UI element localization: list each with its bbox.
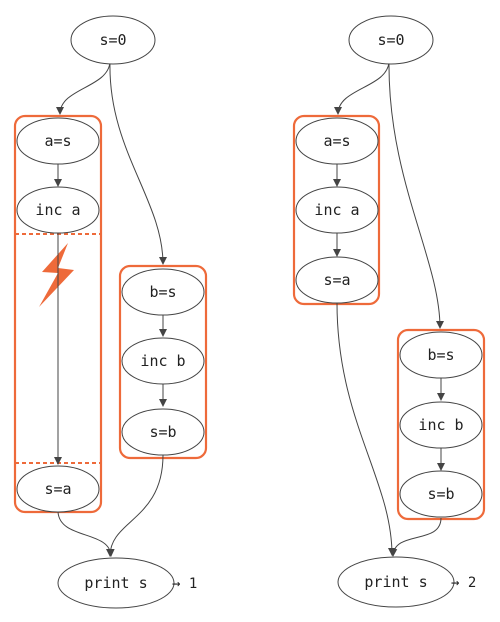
left-a-label-2: inc a [35,201,80,219]
left-start-node: s=0 [70,15,156,65]
left-b-node-3: s=b [121,408,205,456]
right-a-node-3: s=a [295,256,379,304]
left-a-node-2: inc a [16,186,100,234]
right-b-node-3: s=b [399,470,483,518]
left-end-node: print s [57,557,175,609]
right-end-label: print s [364,573,427,591]
left-start-label: s=0 [99,31,126,49]
right-edge-start-to-b1 [388,61,444,329]
right-edge-a3-end [336,302,396,556]
right-a-label-3: s=a [323,271,350,289]
left-a-label-3: s=a [44,480,71,498]
right-start-label: s=0 [377,31,404,49]
right-a-node-1: a=s [295,117,379,165]
right-edge-b3-end [389,517,442,557]
right-a-label-2: inc a [314,201,359,219]
right-b-node-2: inc b [399,401,483,449]
left-b-node-2: inc b [121,337,205,385]
left-b-label-1: b=s [149,283,176,301]
right-a-node-2: inc a [295,186,379,234]
right-start-node: s=0 [348,15,434,65]
left-a-node-3: s=a [16,465,100,513]
left-edge-a3-end [57,511,115,557]
right-edge-start-to-a1 [334,61,390,115]
right-end-node: print s [337,556,455,608]
left-a-node-1: a=s [16,117,100,165]
right-b-node-1: b=s [399,331,483,379]
right-b-label-3: s=b [427,485,454,503]
left-diagram: s=0 a=s inc a s=a b=s inc b s=b print s [13,15,208,609]
left-end-label: print s [84,574,147,592]
right-result-label: → 2 [451,575,476,591]
right-b-label-2: inc b [418,416,463,434]
left-b-node-1: b=s [121,268,205,316]
right-a-label-1: a=s [323,132,350,150]
lightning-bolt-icon [39,243,74,307]
left-edge-start-to-b1 [109,61,167,265]
right-diagram: s=0 a=s inc a s=a b=s inc b s=b print s [292,15,486,608]
left-a-label-1: a=s [44,132,71,150]
left-edge-b3-end [106,454,164,557]
right-b-label-1: b=s [427,346,454,364]
left-b-label-2: inc b [140,352,185,370]
left-b-label-3: s=b [149,423,176,441]
right-transaction-a-box [292,114,381,306]
left-edge-start-to-a1 [56,61,111,115]
left-result-label: → 1 [172,576,197,592]
